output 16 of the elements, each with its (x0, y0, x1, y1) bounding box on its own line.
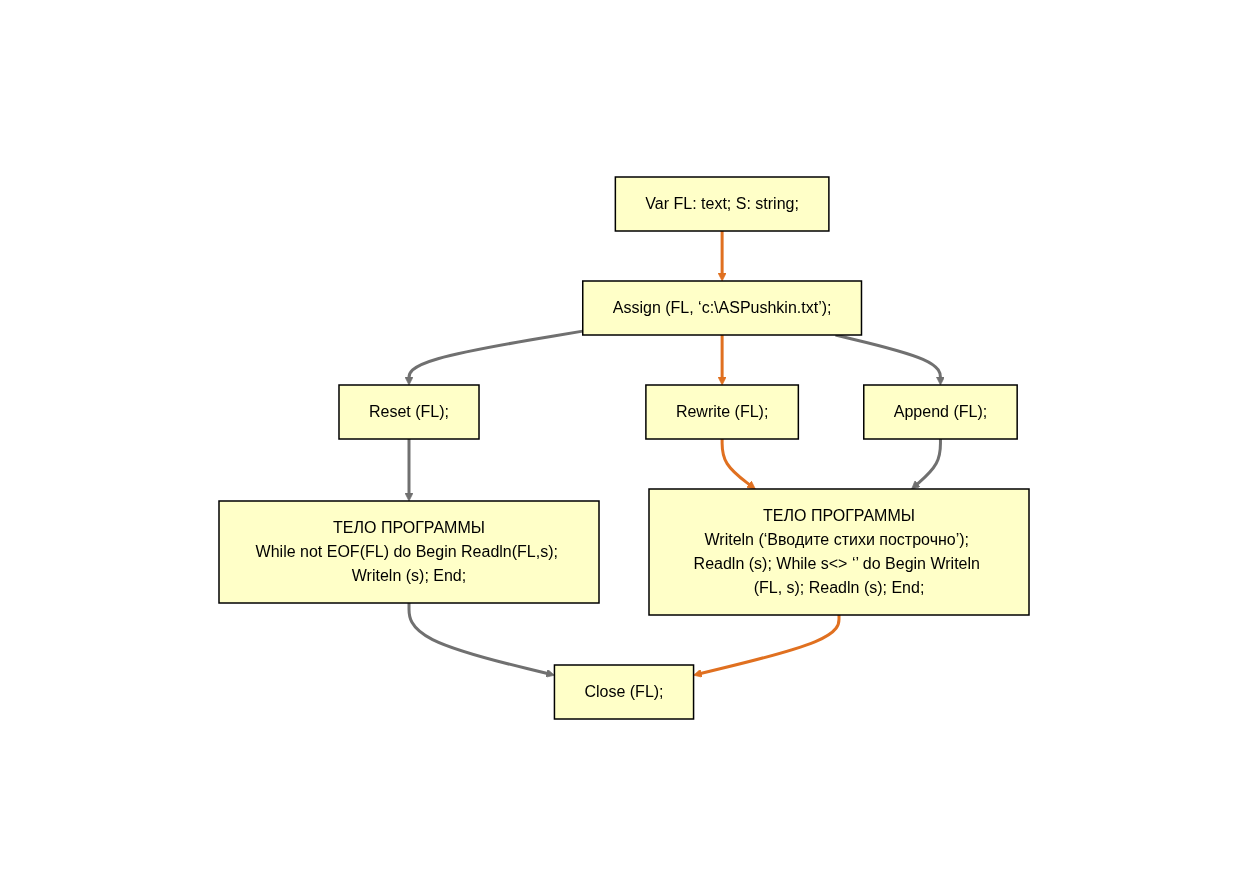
node-box: Close (FL); (553, 664, 695, 720)
arrow (911, 439, 942, 490)
node-box: Var FL: text; S: string; (614, 176, 830, 232)
arrow (717, 231, 727, 282)
node-box: Rewrite (FL); (645, 384, 800, 440)
arrow (720, 439, 756, 490)
arrow (693, 615, 841, 678)
node-box: Append (FL); (863, 384, 1018, 440)
node-box: ТЕЛО ПРОГРАММЫ Writeln (‘Вводите стихи построчно’); Readln (s); While s<> ‘’ do Begin Writeln (FL, s); Readln (s); End; (648, 488, 1030, 616)
arrow (407, 603, 555, 678)
arrow (404, 439, 414, 502)
node-box: Assign (FL, ‘c:\ASPushkin.txt’); (582, 280, 863, 336)
arrow (404, 329, 583, 386)
arrow (717, 335, 727, 386)
node-box: Reset (FL); (338, 384, 480, 440)
node-box: ТЕЛО ПРОГРАММЫ While not EOF(FL) do Begin Readln(FL,s); Writeln (s); End; (218, 500, 600, 604)
